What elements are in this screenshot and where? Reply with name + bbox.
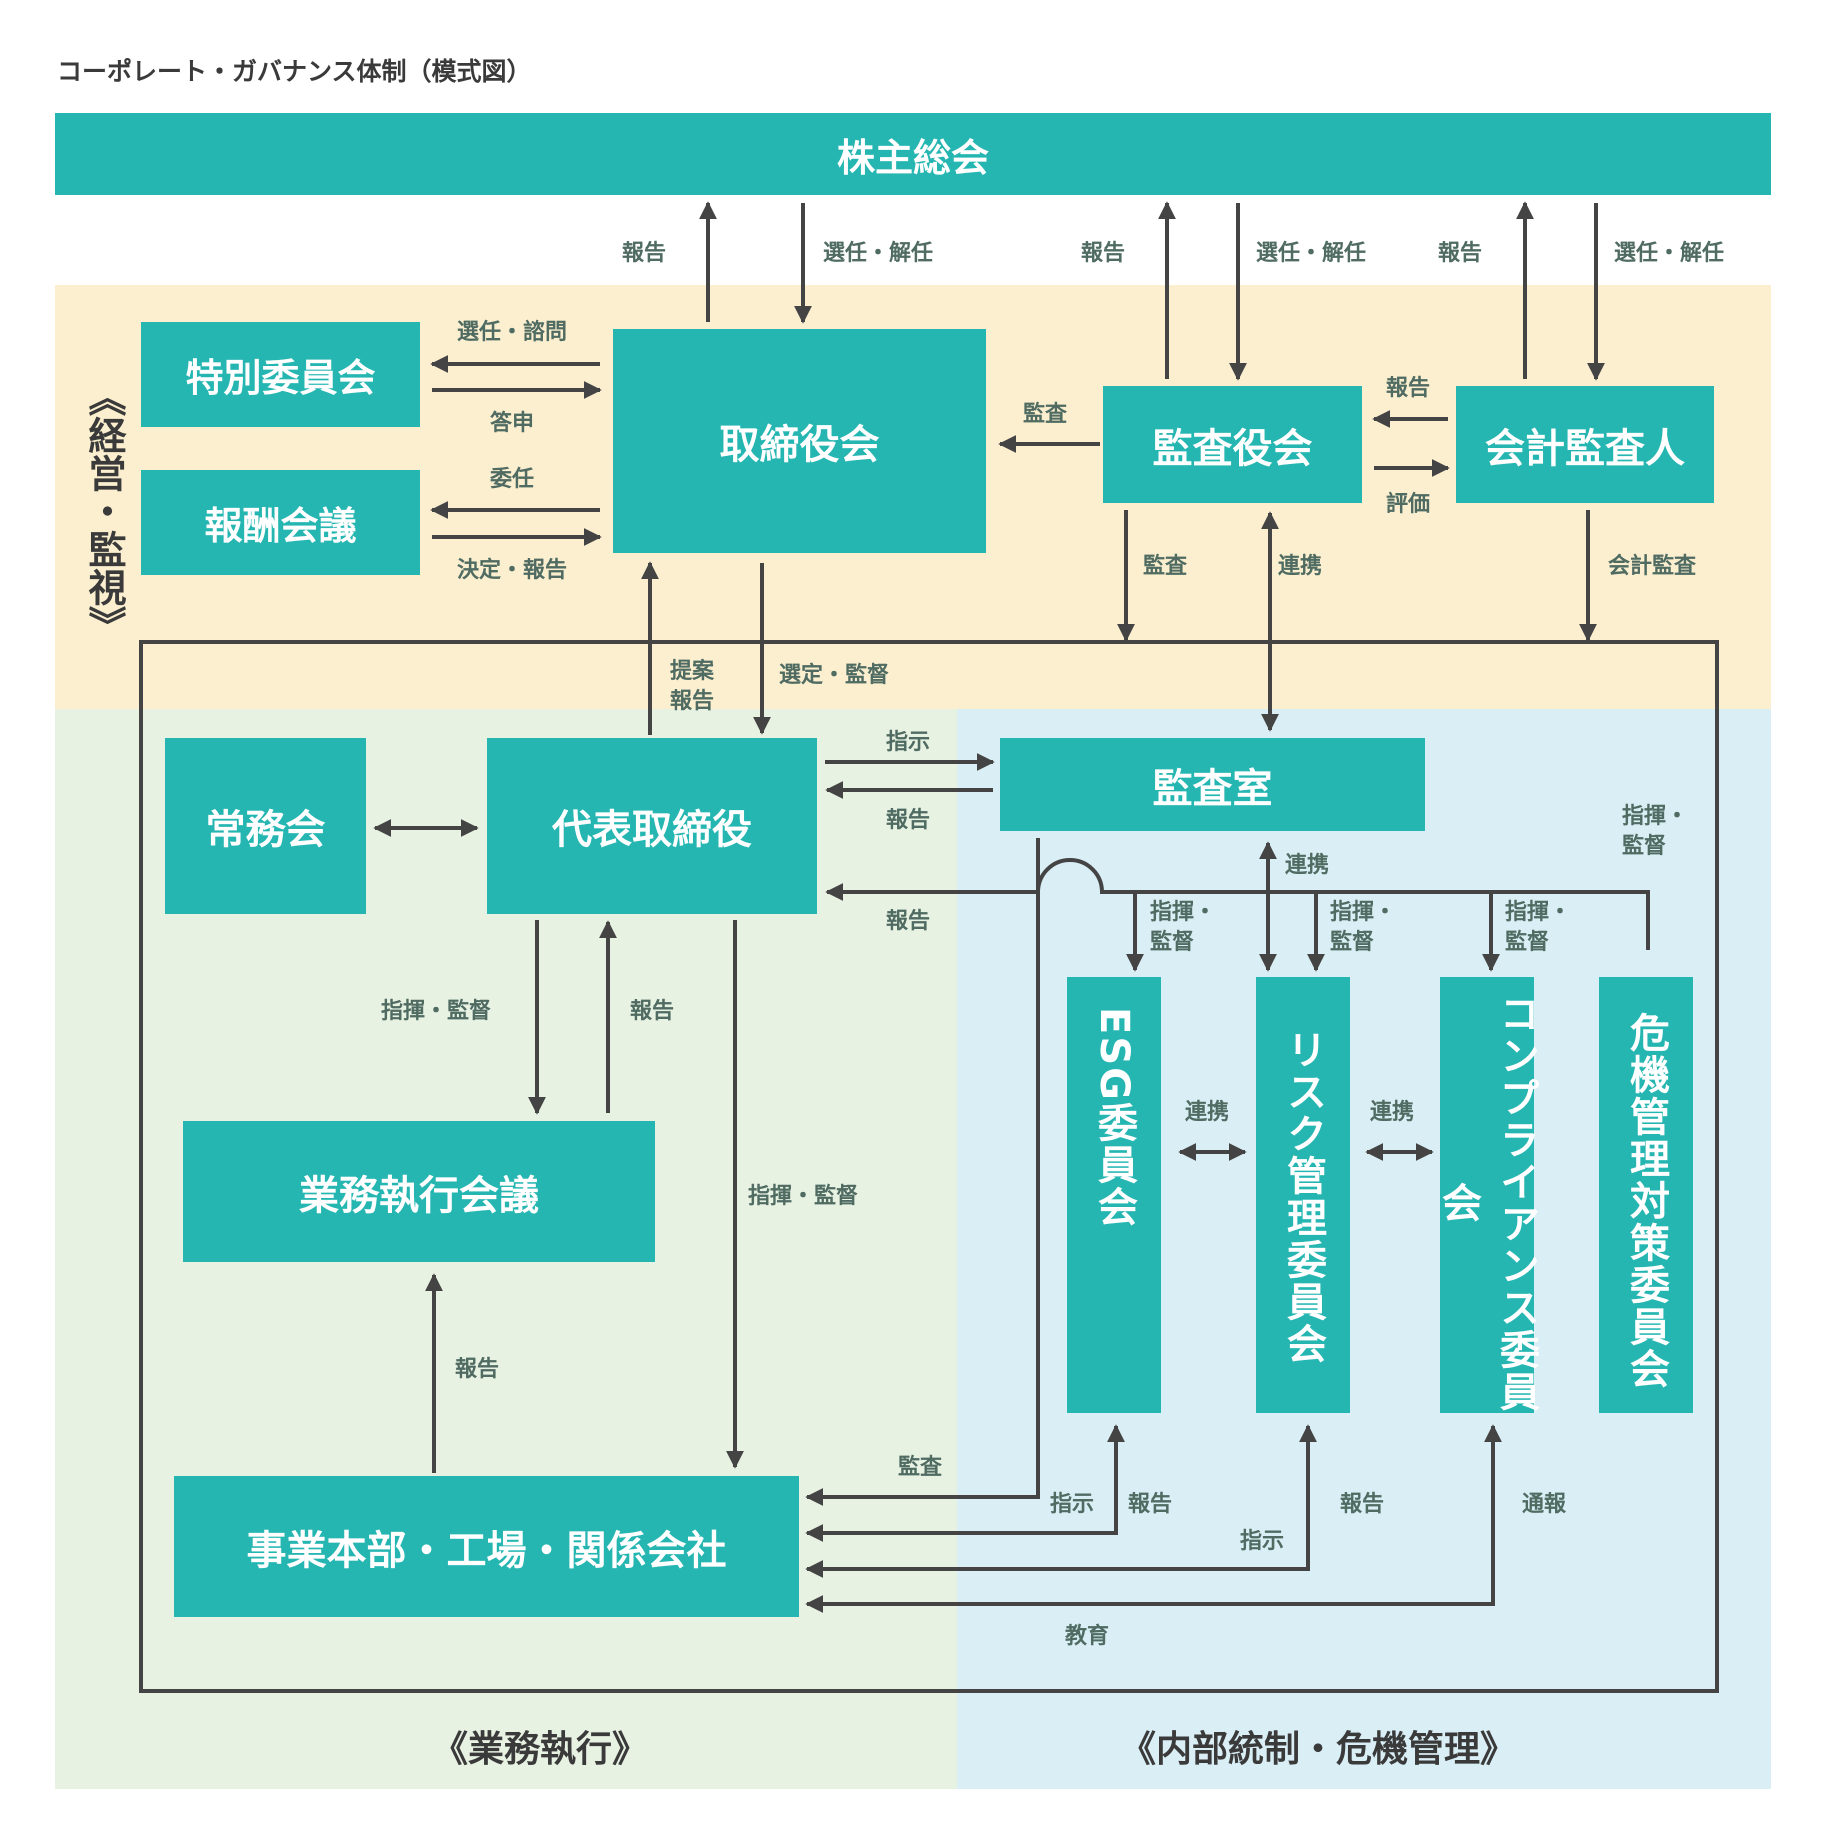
label-board-report: 報告 <box>622 241 667 266</box>
label-exec-direct: 指揮・監督 <box>381 999 492 1024</box>
label-comp-direct: 指揮・ 監督 <box>1505 900 1572 955</box>
arrow-office-div-audit <box>805 838 1040 1506</box>
label-auditors-board: 監査 <box>1023 402 1068 427</box>
shareholders-meeting-box: 株主総会 <box>55 113 1771 195</box>
label-div-direct: 指揮・監督 <box>748 1184 859 1209</box>
label-board-select: 選定・監督 <box>779 663 890 688</box>
label-acc-auditors-report: 報告 <box>1386 376 1431 401</box>
label-special-elect: 選任・諮問 <box>457 320 568 345</box>
risk-management-committee-box: リスク管理委員会 <box>1256 977 1350 1413</box>
arrow-committees-report <box>825 858 1650 950</box>
label-president-propose: 提案 報告 <box>670 659 715 714</box>
managing-committee-box: 常務会 <box>165 738 366 914</box>
label-office-report: 報告 <box>886 808 931 833</box>
label-div-audit: 監査 <box>898 1455 943 1480</box>
label-risk-report: 報告 <box>1340 1492 1385 1517</box>
divisions-plants-affiliates-box: 事業本部・工場・関係会社 <box>174 1476 799 1617</box>
label-esg-risk-link: 連携 <box>1185 1100 1230 1125</box>
audit-office-box: 監査室 <box>1000 738 1425 831</box>
audit-board-box: 監査役会 <box>1103 386 1362 503</box>
special-committee-box: 特別委員会 <box>141 322 420 427</box>
label-acc-report: 報告 <box>1438 241 1483 266</box>
label-div-exec-report: 報告 <box>455 1357 500 1382</box>
label-remu-delegate: 委任 <box>490 467 535 492</box>
label-office-link: 連携 <box>1285 853 1330 878</box>
section-execution: 《業務執行》 <box>432 1729 649 1770</box>
diagram-title: コーポレート・ガバナンス体制（模式図） <box>57 57 532 86</box>
label-auditors-link: 連携 <box>1278 554 1323 579</box>
arrow-comp-div <box>805 1424 1502 1613</box>
label-auditors-acc-eval: 評価 <box>1386 492 1431 517</box>
label-exec-report: 報告 <box>630 999 675 1024</box>
label-esg-report: 報告 <box>1128 1492 1173 1517</box>
label-board-elect: 選任・解任 <box>823 241 934 266</box>
label-acc-audit: 会計監査 <box>1608 554 1697 579</box>
esg-committee-box: ESG委員会 <box>1067 977 1161 1413</box>
representative-director-box: 代表取締役 <box>487 738 817 914</box>
label-crisis-direct: 指揮・ 監督 <box>1622 804 1689 859</box>
board-of-directors-box: 取締役会 <box>613 329 986 553</box>
label-special-reply: 答申 <box>490 411 535 436</box>
compliance-committee-box: コンプライアンス委員会 <box>1435 977 1539 1413</box>
section-internal-control: 《内部統制・危機管理》 <box>1120 1729 1517 1770</box>
label-auditors-report: 報告 <box>1081 241 1126 266</box>
crisis-management-committee-box: 危機管理対策委員会 <box>1599 977 1693 1413</box>
label-comp-educate: 教育 <box>1065 1624 1110 1649</box>
label-comp-notify: 通報 <box>1522 1492 1567 1517</box>
label-remu-decide: 決定・報告 <box>457 558 568 583</box>
label-office-instruct: 指示 <box>886 730 931 755</box>
label-risk-direct: 指揮・ 監督 <box>1330 900 1397 955</box>
business-execution-meeting-box: 業務執行会議 <box>183 1121 655 1262</box>
label-auditors-audit: 監査 <box>1143 554 1188 579</box>
governance-frame <box>139 640 1719 1693</box>
remuneration-meeting-box: 報酬会議 <box>141 470 420 575</box>
accounting-auditor-box: 会計監査人 <box>1456 386 1714 503</box>
section-management: 《経営・監視》 <box>82 378 126 644</box>
label-esg-instruct: 指示 <box>1050 1492 1095 1517</box>
label-acc-elect: 選任・解任 <box>1614 241 1725 266</box>
label-esg-direct: 指揮・ 監督 <box>1150 900 1217 955</box>
label-risk-instruct: 指示 <box>1240 1529 1285 1554</box>
label-risk-comp-link: 連携 <box>1370 1100 1415 1125</box>
label-auditors-elect: 選任・解任 <box>1256 241 1367 266</box>
label-committees-report: 報告 <box>886 909 931 934</box>
